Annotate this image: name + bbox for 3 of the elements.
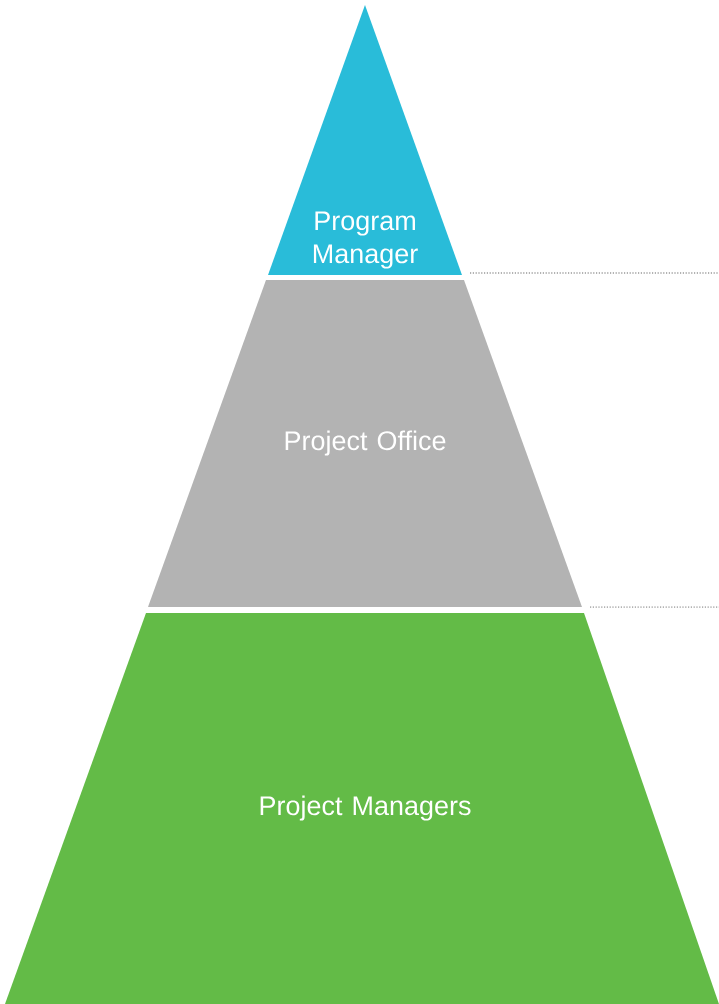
- pyramid-tier: Project Managers: [5, 613, 719, 1004]
- pyramid-tier: Project Office: [148, 280, 582, 607]
- pyramid-tier: Program Manager: [268, 5, 462, 275]
